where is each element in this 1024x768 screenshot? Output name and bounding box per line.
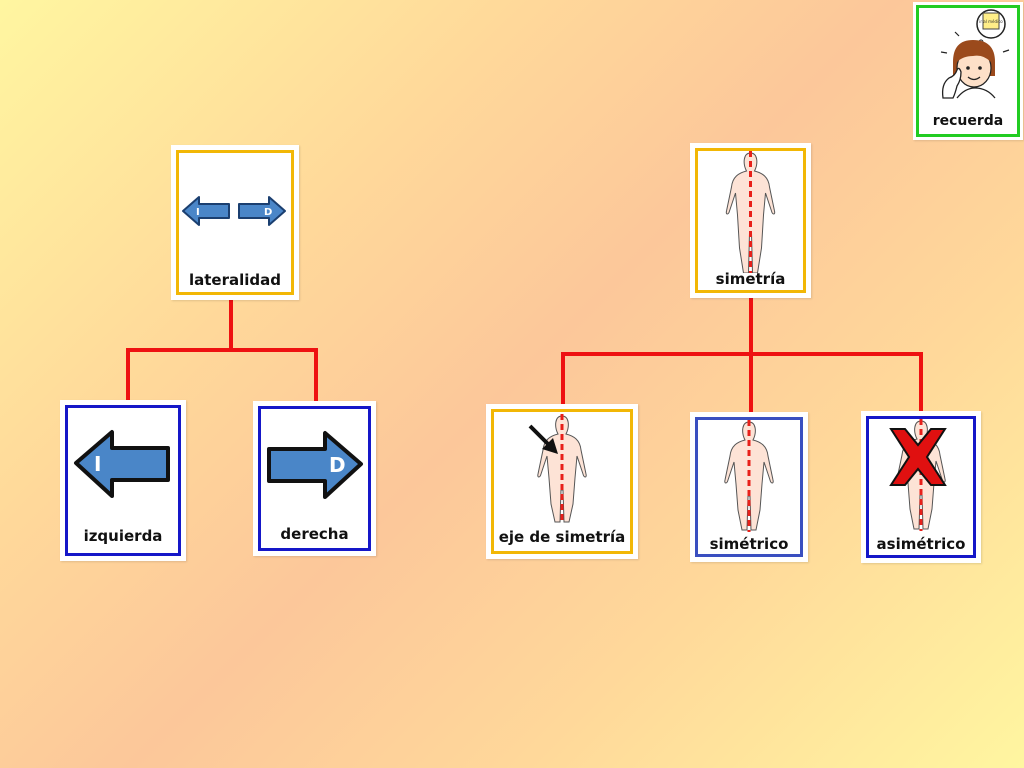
body-axis-pointer-icon	[528, 414, 587, 524]
left-right-arrows-icon: I D	[182, 196, 286, 226]
right-arrow-icon: D	[267, 431, 363, 499]
recuerda-card: ir al médico recuerda	[913, 2, 1023, 140]
card-frame	[258, 406, 371, 551]
note-text: ir al médico	[979, 19, 1003, 24]
derecha-letter: D	[329, 453, 346, 477]
eje-de-simetria-label: eje de simetría	[498, 528, 626, 546]
lateralidad-right-letter: D	[264, 207, 272, 218]
eje-de-simetria-card: eje de simetría	[486, 404, 638, 559]
asimetrico-label: asimétrico	[876, 535, 966, 553]
lateralidad-left-letter: I	[196, 207, 200, 218]
red-cross-icon	[889, 428, 947, 486]
simetria-card: simetría	[690, 143, 811, 298]
izquierda-label: izquierda	[83, 527, 163, 545]
body-crossed-icon	[889, 419, 947, 531]
derecha-label: derecha	[280, 525, 349, 543]
derecha-card: D derecha	[253, 401, 376, 556]
card-frame	[916, 5, 1020, 137]
simetria-label: simetría	[715, 270, 786, 288]
card-frame	[695, 417, 803, 557]
card-frame	[866, 416, 976, 558]
lateralidad-card: I D lateralidad	[171, 145, 299, 300]
thinking-girl-icon: ir al médico	[940, 9, 1010, 99]
izquierda-letter: I	[94, 452, 101, 476]
recuerda-label: recuerda	[932, 113, 1004, 129]
card-frame	[491, 409, 633, 554]
lateralidad-label: lateralidad	[188, 271, 281, 289]
body-symmetric-icon	[724, 420, 774, 532]
card-frame	[176, 150, 294, 295]
asimetrico-card: asimétrico	[861, 411, 981, 563]
body-axis-icon	[725, 151, 776, 273]
simetrico-label: simétrico	[709, 535, 789, 553]
card-frame	[695, 148, 806, 293]
card-frame	[65, 405, 181, 556]
izquierda-card: I izquierda	[60, 400, 186, 561]
simetrico-card: simétrico	[690, 412, 808, 562]
left-arrow-icon: I	[74, 430, 170, 498]
